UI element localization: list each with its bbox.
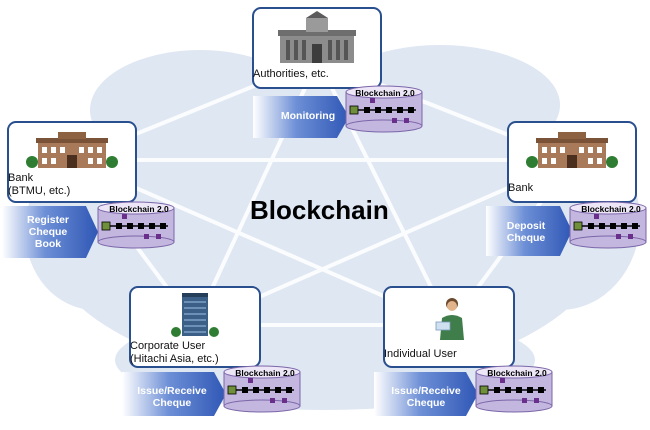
individual-issue-receive-arrow-label: Issue/Receive Cheque xyxy=(391,385,461,409)
corporate-user-label: Corporate User (Hitachi Asia, etc.) xyxy=(130,340,219,365)
bank-building-icon xyxy=(26,132,118,168)
node-authorities xyxy=(252,7,382,89)
node-bank-left xyxy=(7,121,137,203)
bank-right-label: Bank xyxy=(508,182,534,194)
node-individual-user xyxy=(383,286,515,368)
node-bank-right xyxy=(507,121,637,203)
bank-left-label: Bank (BTMU, etc.) xyxy=(8,172,71,197)
office-tower-icon xyxy=(171,293,219,337)
ledger-label-bank-left: Blockchain 2.0 xyxy=(109,204,169,214)
deposit-cheque-arrow-label: Deposit Cheque xyxy=(506,220,546,244)
ledger-label-bank-right: Blockchain 2.0 xyxy=(581,204,641,214)
ledger-label-corporate: Blockchain 2.0 xyxy=(235,368,295,378)
diagram-title: Blockchain xyxy=(250,195,389,225)
individual-user-label: Individual User xyxy=(384,348,457,360)
monitoring-arrow-label: Monitoring xyxy=(280,110,336,122)
authorities-label: Authorities, etc. xyxy=(253,68,329,80)
bank-building-icon xyxy=(526,132,618,168)
ledger-label-authorities: Blockchain 2.0 xyxy=(355,88,415,98)
government-building-icon xyxy=(278,11,356,63)
ledger-label-individual: Blockchain 2.0 xyxy=(487,368,547,378)
person-icon xyxy=(435,298,464,340)
corporate-issue-receive-arrow-label: Issue/Receive Cheque xyxy=(137,385,207,409)
node-corporate-user xyxy=(129,286,261,368)
register-cheque-book-arrow-label: Register Cheque Book xyxy=(26,214,69,250)
